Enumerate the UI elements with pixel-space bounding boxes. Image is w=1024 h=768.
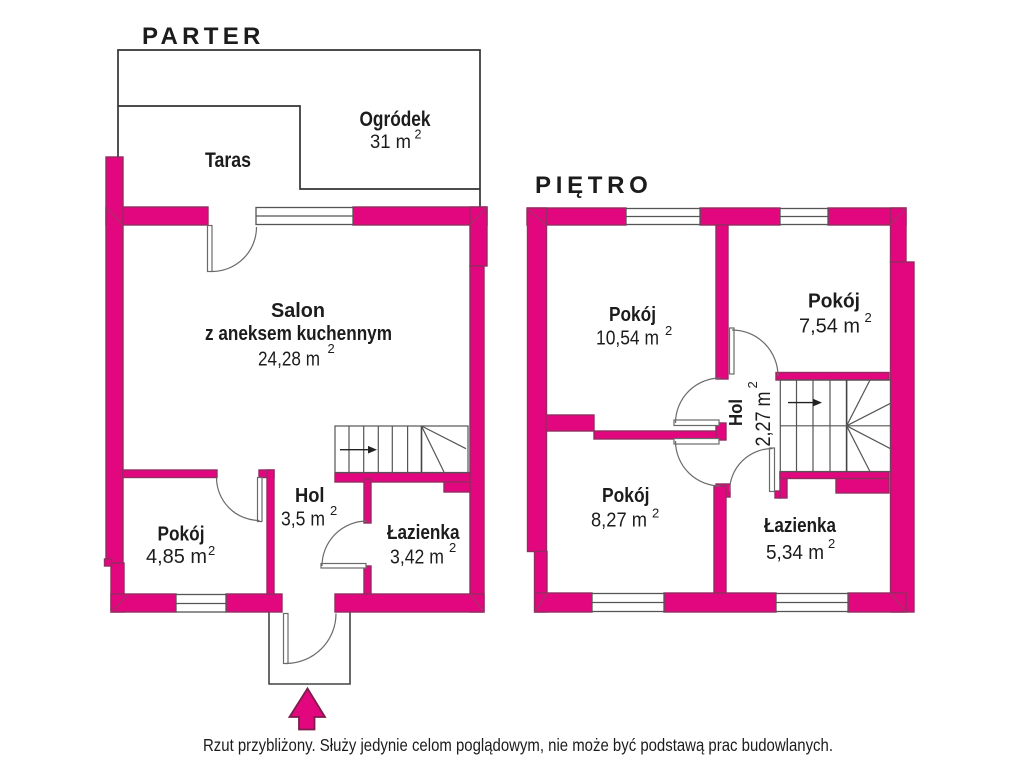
svg-text:z aneksem kuchennym: z aneksem kuchennym — [205, 322, 392, 345]
svg-text:Pokój: Pokój — [808, 290, 860, 313]
svg-text:2: 2 — [330, 503, 337, 518]
svg-text:2: 2 — [449, 540, 456, 555]
svg-text:2: 2 — [745, 381, 760, 388]
svg-text:10,54 m: 10,54 m — [596, 327, 659, 350]
svg-text:31 m: 31 m — [370, 131, 411, 153]
svg-text:Rzut przybliżony. Służy jedyni: Rzut przybliżony. Służy jedynie celom po… — [203, 735, 833, 755]
svg-text:Ogródek: Ogródek — [360, 108, 431, 131]
svg-text:PARTER: PARTER — [142, 23, 265, 50]
svg-text:3,42 m: 3,42 m — [390, 546, 444, 569]
svg-text:Pokój: Pokój — [602, 484, 650, 507]
svg-text:3,5 m: 3,5 m — [281, 508, 325, 531]
svg-text:2: 2 — [665, 323, 672, 338]
svg-text:Pokój: Pokój — [158, 523, 205, 546]
svg-text:2: 2 — [415, 128, 422, 142]
svg-text:24,28 m: 24,28 m — [258, 348, 320, 371]
svg-text:2: 2 — [208, 543, 215, 558]
svg-text:8,27 m: 8,27 m — [591, 509, 647, 532]
svg-text:5,34 m: 5,34 m — [766, 541, 824, 564]
svg-text:Łazienka: Łazienka — [764, 514, 836, 537]
svg-text:Hol: Hol — [726, 399, 746, 426]
svg-text:Salon: Salon — [271, 299, 325, 322]
svg-text:Łazienka: Łazienka — [387, 521, 460, 544]
svg-text:2: 2 — [328, 341, 335, 356]
svg-text:7,54 m: 7,54 m — [799, 315, 860, 338]
svg-text:4,85 m: 4,85 m — [146, 545, 207, 568]
svg-text:Hol: Hol — [295, 484, 325, 507]
svg-text:2: 2 — [828, 536, 835, 551]
svg-text:PIĘTRO: PIĘTRO — [535, 172, 653, 199]
svg-text:2,27 m: 2,27 m — [752, 392, 775, 447]
svg-text:2: 2 — [865, 310, 872, 325]
svg-text:Taras: Taras — [205, 149, 251, 172]
svg-text:2: 2 — [652, 506, 659, 521]
svg-text:Pokój: Pokój — [609, 303, 656, 326]
